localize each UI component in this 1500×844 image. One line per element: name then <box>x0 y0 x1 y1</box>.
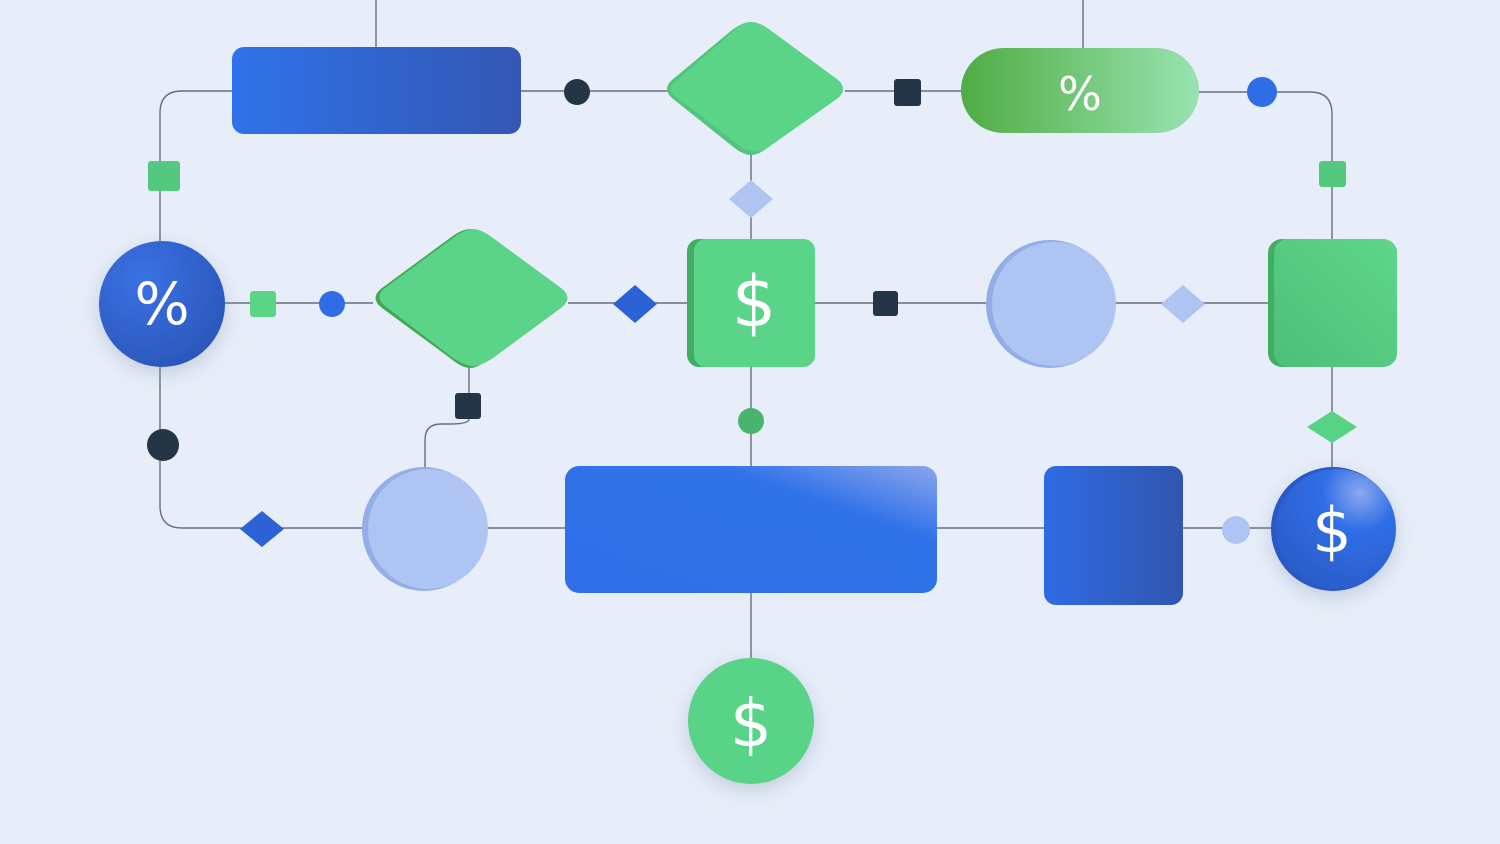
light-blue-diamond-marker <box>1161 285 1205 323</box>
green-decision-diamond <box>667 22 843 155</box>
navy-square-marker <box>894 79 921 106</box>
connector-top-left-corner <box>159 90 232 243</box>
green-square-marker <box>250 291 276 317</box>
green-diamond-marker <box>1307 411 1357 443</box>
connector-top-right-corner <box>1198 91 1333 240</box>
blue-diamond-marker <box>240 511 284 547</box>
blue-dollar-circle: $ <box>1271 467 1396 591</box>
green-dot-marker <box>738 408 764 434</box>
dollar-icon: $ <box>730 685 772 762</box>
light-blue-dot-marker <box>1222 516 1250 544</box>
blue-percent-circle: % <box>99 241 225 367</box>
green-percent-pill: % <box>961 48 1199 133</box>
light-blue-circle <box>362 467 488 591</box>
percent-icon: % <box>1058 67 1102 121</box>
light-blue-circle <box>986 240 1116 368</box>
navy-dot-marker <box>147 429 179 461</box>
dollar-icon: $ <box>732 261 777 343</box>
blue-process-box-wide <box>565 466 937 593</box>
blue-dot-marker <box>1247 77 1277 107</box>
connector-diamond-to-circle <box>424 368 470 470</box>
green-square-marker <box>148 161 180 191</box>
connector-markers <box>147 77 1357 547</box>
dollar-icon: $ <box>1312 494 1351 567</box>
green-square-node <box>1268 239 1397 367</box>
navy-dot-marker <box>564 79 590 105</box>
blue-diamond-marker <box>613 285 657 323</box>
green-decision-diamond <box>375 229 568 368</box>
green-square-marker <box>1319 161 1346 187</box>
navy-square-marker <box>455 393 481 419</box>
blue-dot-marker <box>319 291 345 317</box>
navy-square-marker <box>873 291 898 316</box>
blue-square-box <box>1044 466 1183 605</box>
blue-process-box <box>232 47 521 134</box>
connector-left-bottom-corner <box>159 365 364 529</box>
light-blue-diamond-marker <box>729 180 773 218</box>
percent-icon: % <box>134 270 189 338</box>
green-dollar-square: $ <box>687 239 815 367</box>
green-dollar-circle: $ <box>688 658 814 784</box>
